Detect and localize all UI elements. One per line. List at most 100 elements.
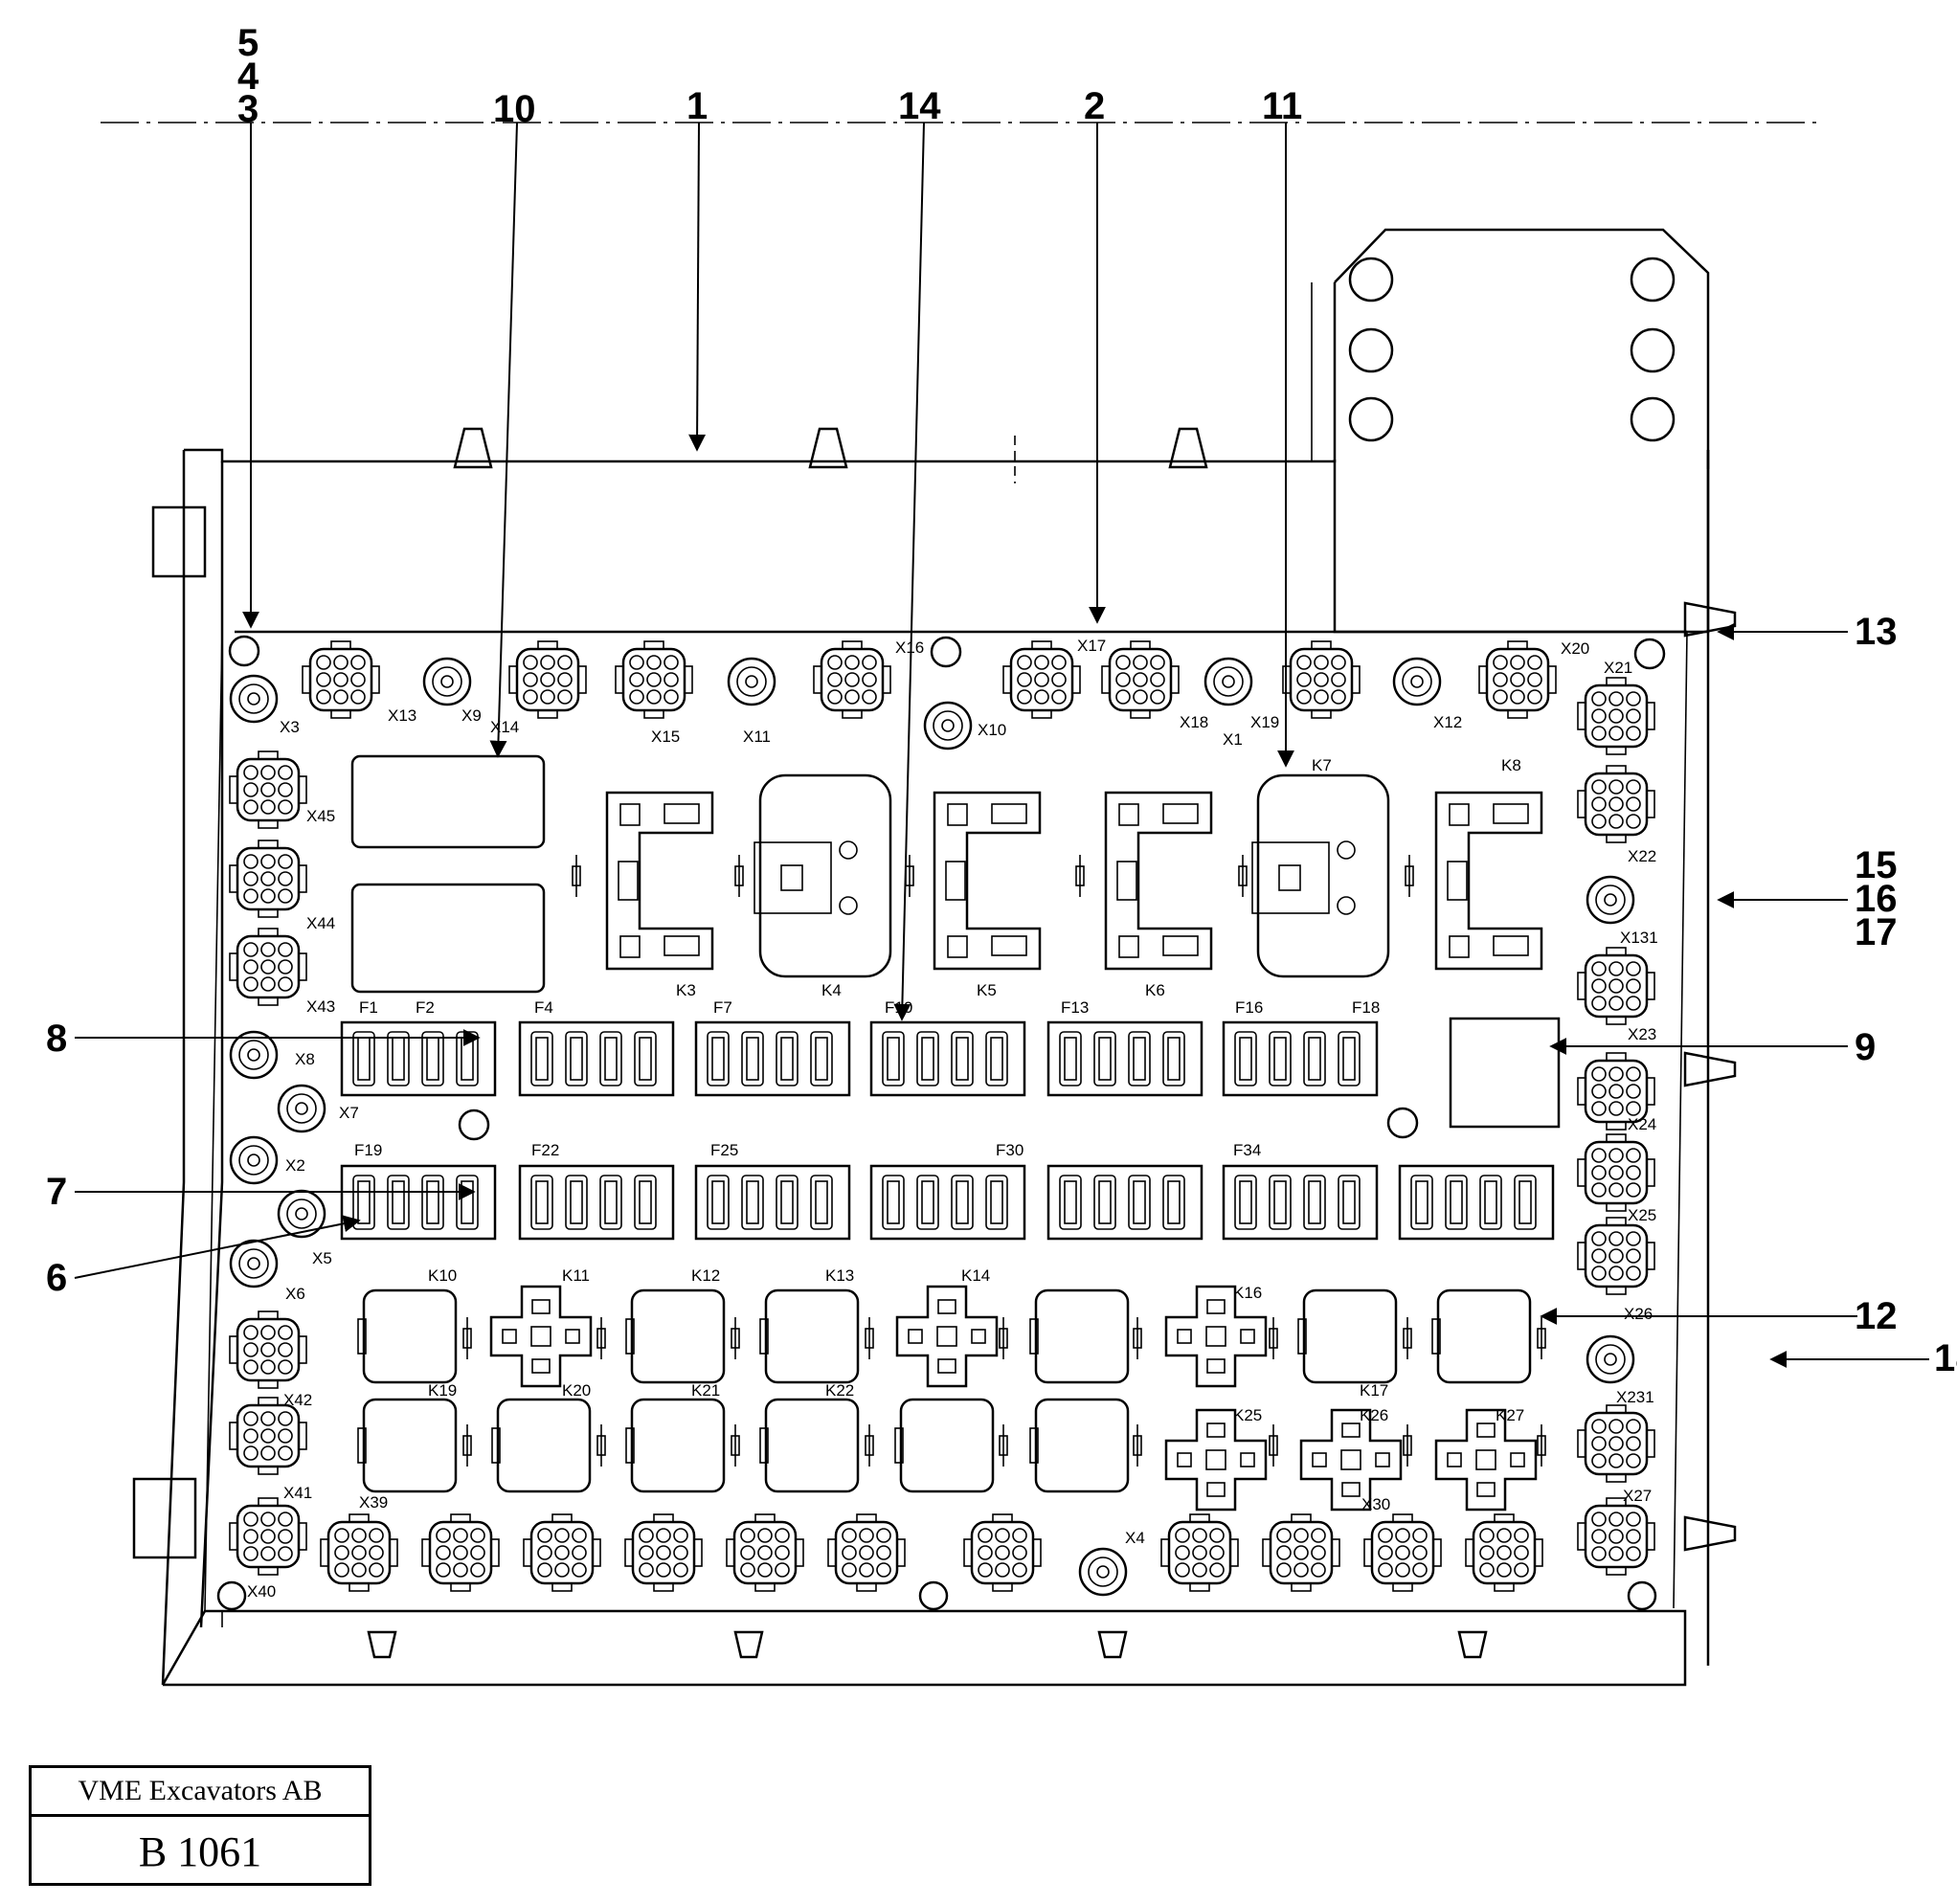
fuse-block bbox=[694, 1020, 851, 1097]
diode bbox=[731, 1316, 740, 1360]
diode bbox=[1133, 1423, 1142, 1467]
relay-square bbox=[1296, 1288, 1398, 1384]
diode bbox=[1403, 1316, 1412, 1360]
connector-stud bbox=[277, 1084, 326, 1133]
label-f7: F7 bbox=[713, 998, 732, 1017]
label-x3: X3 bbox=[280, 718, 300, 736]
label-x2: X2 bbox=[285, 1156, 305, 1175]
fuse-block bbox=[518, 1164, 675, 1241]
label-k3: K3 bbox=[676, 981, 696, 999]
connector-9pin bbox=[228, 750, 308, 830]
relay-socket bbox=[1104, 791, 1213, 971]
relay-square bbox=[356, 1398, 458, 1493]
label-x21: X21 bbox=[1604, 659, 1632, 677]
company-name: VME Excavators AB bbox=[32, 1768, 369, 1817]
fuse-block bbox=[1046, 1020, 1203, 1097]
label-f4: F4 bbox=[534, 998, 553, 1017]
label-x4: X4 bbox=[1125, 1529, 1145, 1547]
label-x231: X231 bbox=[1616, 1388, 1654, 1406]
connector-9pin bbox=[319, 1512, 399, 1593]
label-x20: X20 bbox=[1561, 639, 1589, 658]
relay-large bbox=[753, 773, 892, 978]
connector-stud bbox=[277, 1189, 326, 1239]
label-x11: X11 bbox=[743, 728, 771, 746]
relay-cross bbox=[1434, 1408, 1538, 1512]
label-f1: F1 bbox=[359, 998, 378, 1017]
blank-module bbox=[1449, 1017, 1561, 1129]
label-f30: F30 bbox=[996, 1141, 1023, 1159]
connector-9pin bbox=[228, 839, 308, 919]
connector-9pin bbox=[623, 1512, 704, 1593]
connectors bbox=[228, 639, 1656, 1597]
label-x43: X43 bbox=[306, 997, 335, 1016]
label-x7: X7 bbox=[339, 1104, 359, 1122]
mounting-plate bbox=[350, 754, 546, 849]
connector-stud bbox=[1392, 657, 1442, 706]
diode bbox=[572, 854, 581, 898]
label-k7: K7 bbox=[1312, 756, 1332, 774]
fuse-block bbox=[340, 1164, 497, 1241]
diode bbox=[865, 1423, 874, 1467]
label-x25: X25 bbox=[1628, 1206, 1656, 1224]
connector-9pin bbox=[1576, 1132, 1656, 1213]
connector-9pin bbox=[1576, 1496, 1656, 1577]
relay-cross bbox=[1164, 1408, 1268, 1512]
relay-square bbox=[758, 1398, 860, 1493]
callout-2: 2 bbox=[1084, 85, 1105, 127]
connector-stud bbox=[1078, 1547, 1128, 1597]
connector-9pin bbox=[725, 1512, 805, 1593]
callout-15: 15 bbox=[1855, 844, 1898, 886]
diode bbox=[1403, 1423, 1412, 1467]
connector-9pin bbox=[826, 1512, 907, 1593]
label-k20: K20 bbox=[562, 1381, 591, 1400]
relay-square bbox=[758, 1288, 860, 1384]
relay-square bbox=[356, 1288, 458, 1384]
diode bbox=[1537, 1423, 1546, 1467]
relay-square bbox=[624, 1288, 726, 1384]
connector-stud bbox=[1586, 875, 1635, 925]
callout-16: 16 bbox=[1855, 878, 1898, 920]
diode bbox=[734, 854, 744, 898]
diode bbox=[1537, 1316, 1546, 1360]
diode bbox=[1238, 854, 1248, 898]
label-f18: F18 bbox=[1352, 998, 1380, 1017]
relay-large bbox=[1250, 773, 1390, 978]
callout-9: 9 bbox=[1855, 1026, 1876, 1068]
relay-square bbox=[1028, 1288, 1130, 1384]
title-block: VME Excavators AB B 1061 bbox=[29, 1765, 371, 1886]
callout-18: 18 bbox=[1934, 1337, 1957, 1379]
relay-square bbox=[893, 1398, 995, 1493]
leader-lines bbox=[74, 122, 1929, 1368]
relay-labels: K3 K4 K5 K6 K7 K8 K10 K11 K12 K13 K14 K1… bbox=[428, 756, 1524, 1424]
label-x13: X13 bbox=[388, 706, 416, 725]
diode bbox=[1405, 854, 1414, 898]
label-x5: X5 bbox=[312, 1249, 332, 1267]
fuse-labels: F1 F2 F4 F7 F10 F13 F16 F18 F19 F22 F25 … bbox=[354, 998, 1380, 1159]
diode bbox=[1133, 1316, 1142, 1360]
connector-stud bbox=[923, 701, 973, 750]
label-x8: X8 bbox=[295, 1050, 315, 1068]
label-x24: X24 bbox=[1628, 1115, 1656, 1133]
diode bbox=[462, 1316, 472, 1360]
connector-9pin bbox=[1100, 639, 1181, 720]
connector-stud bbox=[727, 657, 776, 706]
label-k8: K8 bbox=[1501, 756, 1521, 774]
callout-5: 5 bbox=[237, 22, 259, 64]
fuse-block bbox=[694, 1164, 851, 1241]
label-x1: X1 bbox=[1223, 730, 1243, 749]
label-k27: K27 bbox=[1496, 1406, 1524, 1424]
diode bbox=[596, 1316, 606, 1360]
label-x17: X17 bbox=[1077, 637, 1106, 655]
callout-labels: 5 4 3 10 1 14 2 11 13 15 16 17 8 9 7 6 1… bbox=[46, 22, 1957, 1379]
diode bbox=[1269, 1316, 1278, 1360]
connector-labels: X3 X13 X9 X14 X15 X11 X16 X10 X17 X18 X1… bbox=[247, 637, 1658, 1601]
label-x22: X22 bbox=[1628, 847, 1656, 865]
relay-square bbox=[624, 1398, 726, 1493]
connector-9pin bbox=[1576, 1216, 1656, 1296]
callout-6: 6 bbox=[46, 1257, 67, 1299]
label-f2: F2 bbox=[416, 998, 435, 1017]
callout-4: 4 bbox=[237, 56, 259, 98]
relay-cross bbox=[895, 1285, 999, 1388]
relay-cross bbox=[489, 1285, 593, 1388]
relay-socket bbox=[605, 791, 714, 971]
